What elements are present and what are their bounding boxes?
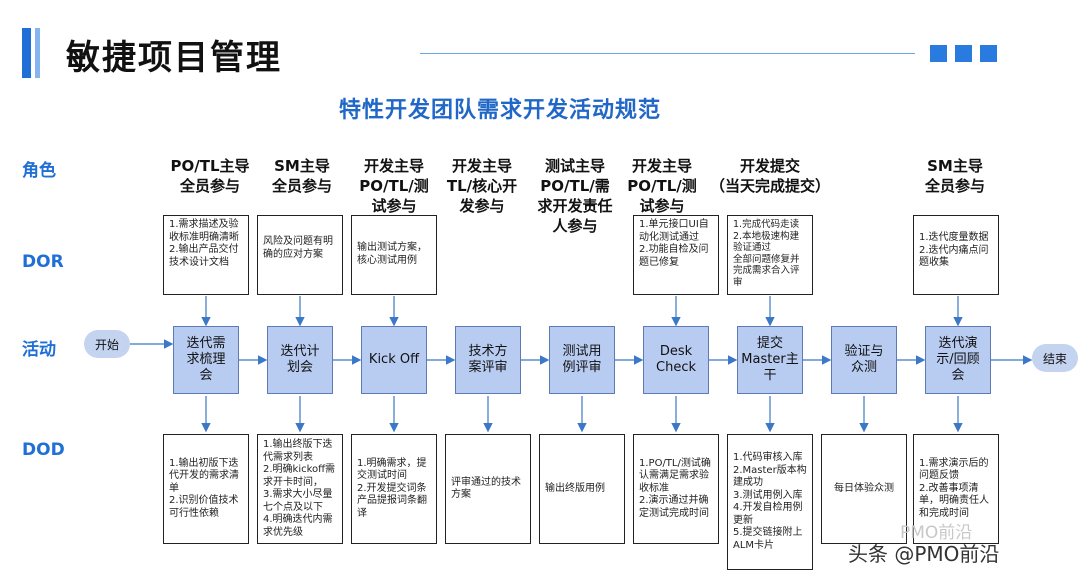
title-accent-bar-light (35, 28, 40, 78)
dor-box: 1.完成代码走读 2.本地极速构建验证通过 全部问题修复并完成需求合入评审 (727, 215, 813, 295)
dod-text: 1.输出终版下迭代需求列表 2.明确kickoff需求开卡时间， 3.需求大小尽… (263, 439, 336, 538)
dor-box: 1.单元接口UI自动化测试通过 2.功能自检及问题已修复 (633, 215, 719, 295)
dod-box: 1.需求演示后的问题反馈 2.改善事项清单，明确责任人和完成时间 (913, 434, 999, 544)
row-label-activity: 活动 (22, 340, 56, 360)
role-header: 开发主导 TL/核心开 发参与 (446, 157, 518, 215)
dod-text: 1.输出初版下迭代开发的需求清单 2.识别价值技术可行性依赖 (169, 457, 239, 519)
activity-box: 迭代需 求梳理 会 (173, 326, 239, 394)
role-header: 开发主导 PO/TL/测 试参与 (627, 157, 697, 215)
title-divider (420, 53, 915, 54)
dod-box: 1.PO/TL/测试确认需满足需求验收标准 2.演示通过并确定测试完成时间 (633, 434, 719, 544)
activity-box: Kick Off (361, 326, 427, 394)
watermark-text: 头条 @PMO前沿 (848, 542, 1000, 566)
watermark-light: PMO前沿 (900, 523, 973, 543)
activity-box: 提交 Master主 干 (737, 326, 803, 394)
role-header: 开发主导 PO/TL/测 试参与 (359, 157, 429, 215)
dod-box: 1.输出终版下迭代需求列表 2.明确kickoff需求开卡时间， 3.需求大小尽… (257, 434, 343, 544)
activity-box: Desk Check (643, 326, 709, 394)
role-header: PO/TL主导 全员参与 (170, 157, 250, 195)
dod-text: 1.需求演示后的问题反馈 2.改善事项清单，明确责任人和完成时间 (919, 457, 989, 519)
dod-text: 1.PO/TL/测试确认需满足需求验收标准 2.演示通过并确定测试完成时间 (639, 457, 711, 519)
start-node: 开始 (84, 330, 130, 358)
decor-square-2 (955, 45, 972, 62)
activity-box: 测试用 例评审 (549, 326, 615, 394)
dod-box: 输出终版用例 (539, 434, 625, 544)
dod-text: 评审通过的技术方案 (451, 476, 521, 501)
dod-box: 每日体验众测 (821, 434, 907, 544)
dod-box: 评审通过的技术方案 (445, 434, 531, 544)
row-label-dod: DOD (22, 440, 65, 460)
dod-text: 输出终版用例 (545, 482, 605, 494)
dod-text: 1.明确需求，提交测试时间 2.开发提交词条产品提报词条翻译 (357, 457, 427, 519)
activity-box: 验证与 众测 (831, 326, 897, 394)
decor-square-3 (980, 45, 997, 62)
title-accent-bar (22, 28, 31, 78)
dod-box: 1.输出初版下迭代开发的需求清单 2.识别价值技术可行性依赖 (163, 434, 249, 544)
dod-box: 1.明确需求，提交测试时间 2.开发提交词条产品提报词条翻译 (351, 434, 437, 544)
page-title: 敏捷项目管理 (66, 38, 282, 78)
activity-box: 迭代计 划会 (267, 326, 333, 394)
dor-box: 1.需求描述及验收标准明确清晰 2.输出产品交付技术设计文档 (163, 215, 249, 295)
dor-box: 风险及问题有明确的应对方案 (257, 215, 343, 295)
dod-box: 1.代码审核入库 2.Master版本构建成功 3.测试用例入库 4.开发自检用… (727, 434, 813, 570)
diagram-subtitle: 特性开发团队需求开发活动规范 (338, 98, 661, 123)
role-header: SM主导 全员参与 (271, 157, 332, 195)
end-node: 结束 (1032, 344, 1078, 372)
row-label-role: 角色 (22, 161, 56, 181)
role-header: 开发提交 （当天完成提交） (709, 157, 830, 195)
dor-box: 输出测试方案，核心测试用例 (351, 215, 437, 295)
dor-box: 1.迭代度量数据 2.迭代内痛点问题收集 (913, 215, 999, 295)
row-label-dor: DOR (22, 252, 64, 272)
activity-box: 迭代演 示/回顾 会 (925, 326, 991, 394)
role-header: 测试主导 PO/TL/需 求开发责任 人参与 (537, 157, 613, 235)
role-header: SM主导 全员参与 (924, 157, 985, 195)
dod-text: 每日体验众测 (834, 482, 894, 494)
dod-text: 1.代码审核入库 2.Master版本构建成功 3.测试用例入库 4.开发自检用… (733, 452, 807, 551)
decor-square-1 (930, 45, 947, 62)
activity-box: 技术方 案评审 (455, 326, 521, 394)
